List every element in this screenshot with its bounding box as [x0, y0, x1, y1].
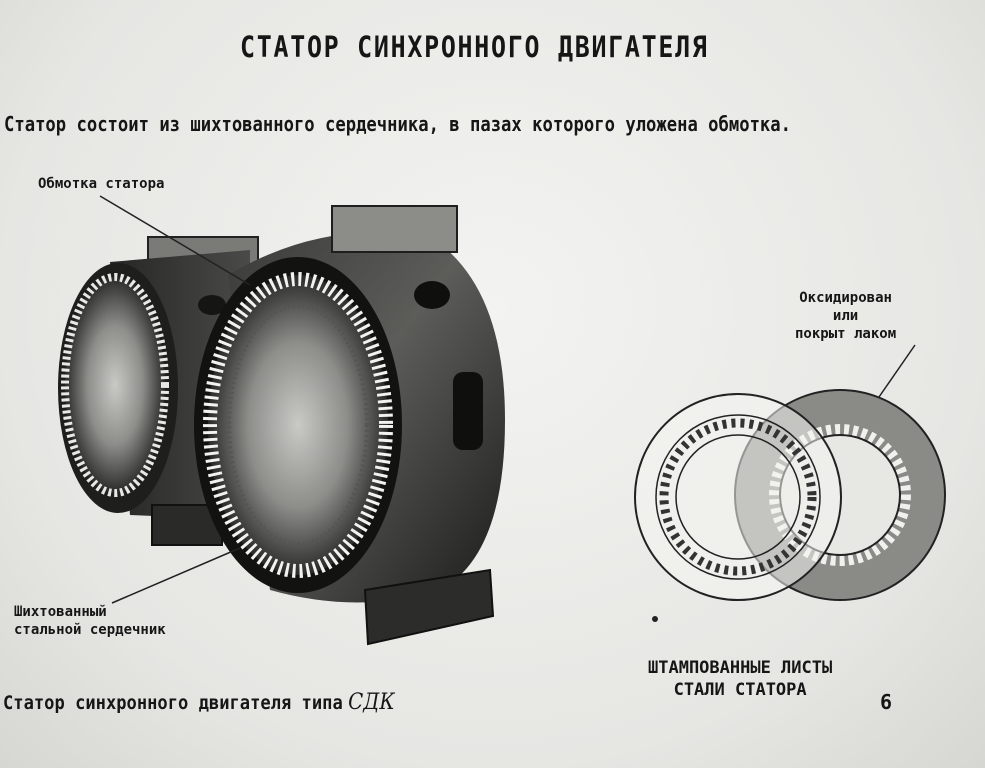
front-bore — [208, 275, 388, 575]
caption-text: Статор синхронного двигателя типа — [3, 692, 343, 714]
label-stamped-sheets: ШТАМПОВАННЫЕ ЛИСТЫ СТАЛИ СТАТОРА — [648, 657, 832, 701]
front-hole-top — [414, 281, 450, 309]
winding-pointer — [99, 195, 251, 286]
label-oxid-line2: или — [832, 308, 859, 324]
label-oxidized: Оксидирован или покрыт лаком — [795, 289, 896, 343]
lamination-sheets — [634, 389, 946, 601]
label-stamped-line1: ШТАМПОВАННЫЕ ЛИСТЫ — [648, 658, 833, 678]
front-stator — [194, 205, 505, 646]
front-foot — [363, 568, 495, 646]
rear-winding — [61, 273, 169, 497]
label-laminated-core: Шихтованный стальной сердечник — [14, 603, 166, 639]
page-number: 6 — [880, 690, 893, 714]
label-oxid-line3: покрыт лаком — [795, 326, 897, 342]
lamination-front-slot-ring — [655, 414, 821, 580]
label-core-line1: Шихтованный — [14, 604, 107, 620]
front-winding — [203, 272, 393, 578]
label-oxid-line1: Оксидирован — [799, 290, 892, 306]
caption-type: СДК — [348, 690, 395, 715]
rear-bore — [65, 277, 165, 493]
lamination-front — [634, 393, 842, 601]
page-subtitle: Статор состоит из шихтованного сердечник… — [4, 112, 792, 136]
label-stator-winding: Обмотка статора — [38, 176, 165, 192]
front-window — [453, 372, 483, 450]
rear-hole — [198, 295, 226, 315]
page-title: СТАТОР СИНХРОННОГО ДВИГАТЕЛЯ — [240, 30, 709, 64]
core-pointer — [111, 547, 241, 604]
front-mount-bracket — [331, 205, 458, 253]
label-stamped-line2: СТАЛИ СТАТОРА — [673, 680, 807, 700]
dot-mark — [652, 616, 658, 622]
lamination-front-slots — [659, 418, 817, 576]
front-core-slots — [225, 302, 371, 548]
lamination-front-bore — [675, 434, 801, 560]
label-core-line2: стальной сердечник — [14, 622, 166, 638]
